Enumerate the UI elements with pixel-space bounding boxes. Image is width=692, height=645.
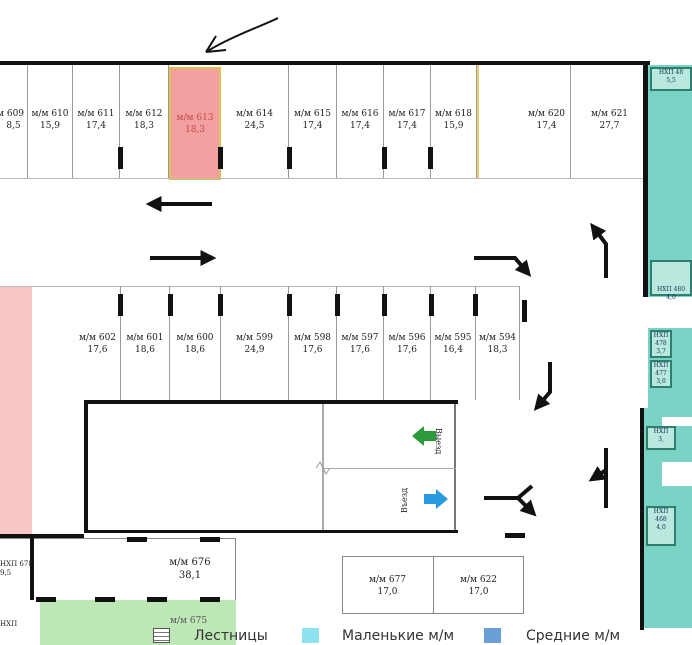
bottom-left-wall [30, 538, 34, 600]
bottom-top-wall [0, 534, 84, 538]
arrow-down-curve-icon [533, 362, 552, 411]
slot-marker [428, 147, 433, 169]
slot-marker [382, 147, 387, 169]
storage-column [648, 65, 692, 297]
slot-marker [382, 294, 387, 316]
top-row-bottom-line [0, 178, 648, 179]
legend-small-label: Маленькие м/м [342, 628, 455, 644]
slot-marker [95, 597, 115, 602]
ramp-break-icon [315, 461, 331, 475]
entry-arrow-icon [424, 489, 448, 509]
arrow-fork-icon [484, 484, 532, 512]
arrow-up-curve-icon [590, 222, 608, 278]
slot-marker [218, 147, 223, 169]
ramp-bottom-wall [84, 530, 458, 533]
slot-marker [473, 294, 478, 316]
slot-marker [168, 294, 173, 316]
slot-marker [200, 597, 220, 602]
right-wall [643, 61, 648, 297]
pink-zone-overlay [32, 400, 82, 534]
bottom-left-box [0, 538, 236, 600]
legend-stairs-label: Лестницы [194, 628, 268, 644]
slot-marker [287, 294, 292, 316]
legend-medium-swatch [484, 628, 501, 643]
right-wall-lower [640, 408, 644, 630]
slot-marker [522, 300, 527, 322]
slot-marker [118, 294, 123, 316]
stairs-icon [153, 628, 170, 643]
legend-small-swatch [302, 628, 319, 643]
storage-white-block [662, 462, 692, 486]
legend-medium-label: Средние м/м [526, 628, 621, 644]
pink-zone [0, 286, 32, 534]
top-wall [0, 61, 650, 65]
slot-marker [335, 294, 340, 316]
slot-marker [287, 147, 292, 169]
middle-row-top-line [0, 286, 520, 287]
exit-arrow-icon [412, 426, 436, 446]
storage-bottom-label: НХП [0, 620, 18, 628]
parking-slot-619-blank[interactable] [477, 65, 523, 178]
ramp-exit-label: Выезд [434, 428, 443, 455]
arrow-up-fork-icon [594, 448, 608, 508]
bottom-slot-divider [433, 556, 434, 614]
slot-marker [429, 294, 434, 316]
slot-marker [118, 147, 123, 169]
slot-marker [505, 533, 525, 538]
parking-slot-675[interactable]: м/м 675 [170, 616, 208, 626]
slot-marker [127, 537, 147, 542]
slot-marker [147, 597, 167, 602]
green-zone [40, 600, 236, 645]
slot-marker [36, 597, 56, 602]
slot-marker [200, 537, 220, 542]
pointer-arrow-icon [205, 17, 279, 53]
ramp-top-wall [84, 400, 458, 404]
ramp-divider-h [322, 468, 456, 469]
storage-white-gap [662, 417, 692, 426]
arrow-turn-down-icon [474, 256, 532, 277]
slot-marker [218, 294, 223, 316]
